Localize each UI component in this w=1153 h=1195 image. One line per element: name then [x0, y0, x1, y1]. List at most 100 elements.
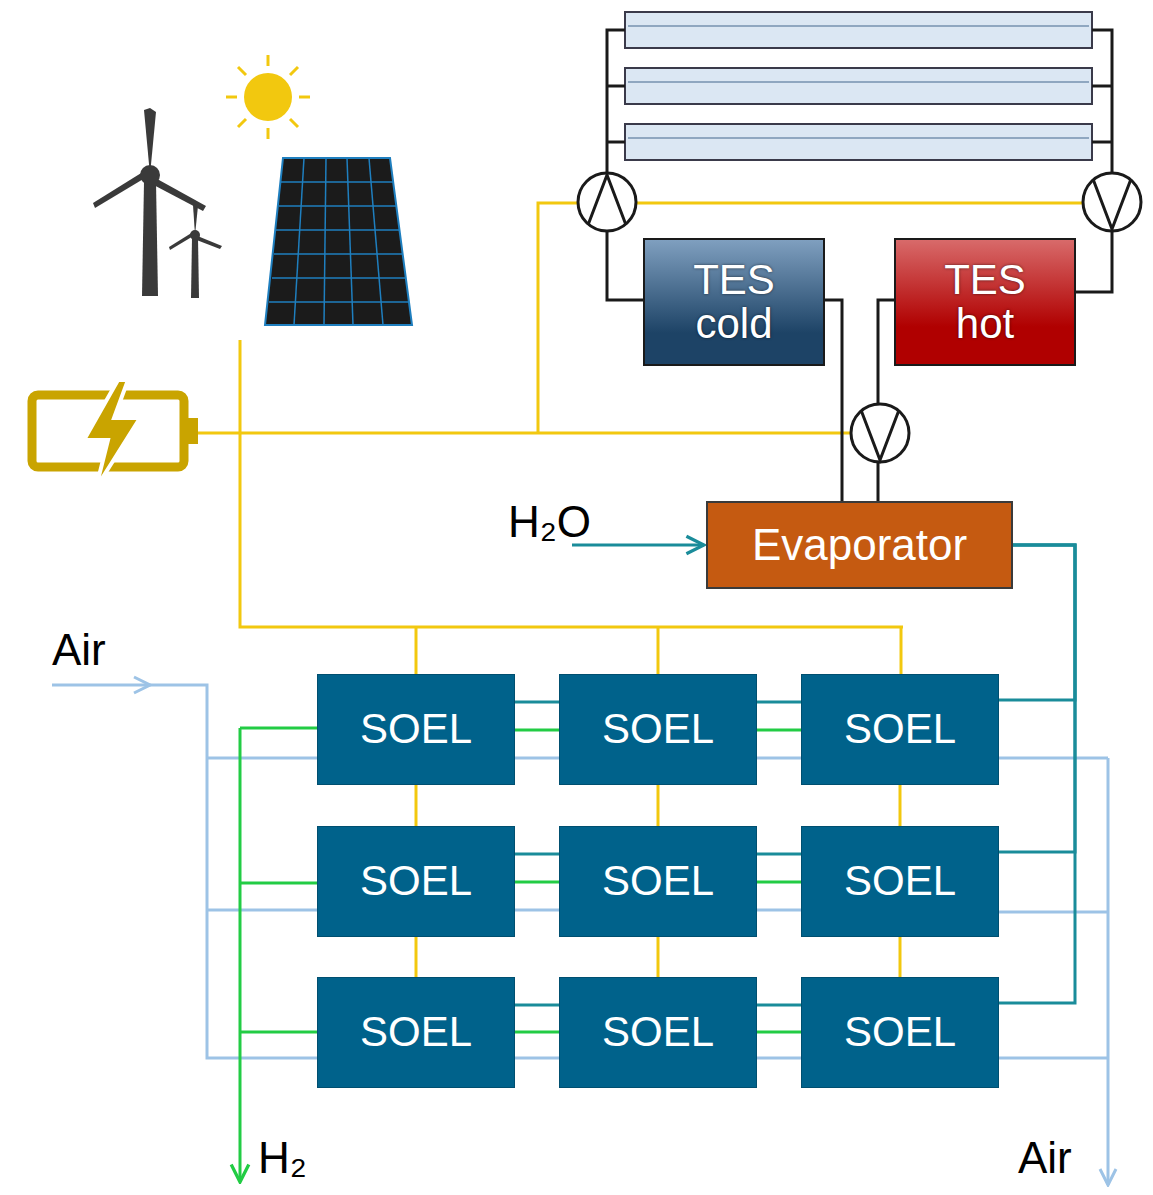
collector-inner — [628, 137, 1089, 139]
turbine-tower — [191, 238, 199, 298]
power-lines — [198, 203, 1085, 674]
steam-line — [757, 1004, 801, 1007]
power-line — [415, 937, 418, 977]
pipe — [1092, 85, 1112, 88]
air-outlet — [1107, 758, 1110, 1185]
air-line — [757, 909, 801, 912]
collector-tube — [625, 124, 1092, 160]
power-line — [899, 937, 902, 977]
pipe — [607, 232, 643, 300]
hydrogen-lines — [240, 728, 801, 1182]
power-line — [415, 785, 418, 826]
pv-grid-line — [294, 158, 304, 325]
hydrogen-line — [240, 727, 317, 730]
hydrogen-line — [515, 729, 559, 732]
pv-grid-line — [324, 158, 326, 325]
steam-line — [757, 701, 801, 704]
air-inlet — [52, 684, 150, 687]
box-text: SOEL — [602, 707, 714, 751]
power-line — [198, 432, 850, 435]
air-line — [207, 909, 317, 912]
sun-ray — [267, 128, 270, 139]
air-line — [999, 911, 1108, 914]
hydrogen-line — [515, 1031, 559, 1034]
air-line — [515, 909, 559, 912]
water-inlet — [572, 544, 704, 547]
electrolyzer-box: SOEL — [801, 826, 999, 937]
power-line — [899, 785, 902, 826]
storage-tank-cold: TES cold — [643, 238, 825, 366]
sun-rays — [226, 55, 310, 139]
lightning-bolt — [84, 380, 140, 488]
battery-terminal — [186, 418, 198, 444]
steam-line — [999, 545, 1075, 852]
turbine-blade — [144, 108, 156, 175]
air-line — [150, 685, 317, 1058]
hydrogen-line — [757, 729, 801, 732]
pipe — [607, 141, 625, 144]
collector-tube — [625, 68, 1092, 104]
turbine-hub — [140, 165, 160, 185]
hydrogen-line — [757, 881, 801, 884]
pv-grid-line — [369, 158, 383, 325]
output-label: Air — [1018, 1136, 1072, 1180]
steam-line — [515, 1004, 559, 1007]
pump — [851, 404, 909, 462]
air-line — [515, 757, 559, 760]
air-line — [207, 757, 317, 760]
pump-triangle — [588, 175, 626, 225]
steam-line — [999, 545, 1075, 1003]
electrolyzer-box: SOEL — [317, 977, 515, 1088]
pv-grid-line — [279, 205, 396, 207]
heat-pipe — [825, 300, 842, 501]
hydrogen-line — [757, 1031, 801, 1034]
sun-ray — [238, 119, 246, 127]
box-text: SOEL — [844, 859, 956, 903]
pv-grid-line — [281, 181, 393, 183]
solar-collectors — [625, 12, 1092, 160]
evaporator-box: Evaporator — [706, 501, 1013, 589]
box-text: SOEL — [602, 1010, 714, 1054]
hydrogen-line — [240, 1031, 317, 1034]
pv-grid-line — [272, 277, 406, 279]
steam-line — [515, 853, 559, 856]
pump — [578, 173, 636, 231]
electrolyzer-box: SOEL — [559, 977, 757, 1088]
input-label: Air — [52, 628, 106, 672]
hydrogen-line — [240, 882, 317, 885]
sun-ray — [290, 67, 298, 75]
collector-tube — [625, 12, 1092, 48]
power-line — [415, 627, 418, 674]
hydrogen-outlet — [239, 728, 242, 1182]
box-text: SOEL — [360, 859, 472, 903]
output-label: H₂ — [258, 1136, 307, 1180]
collector-inner — [628, 81, 1089, 83]
sun-ray — [226, 96, 237, 99]
input-label: H₂O — [508, 500, 591, 544]
electrolyzer-box: SOEL — [801, 674, 999, 785]
power-line — [657, 937, 660, 977]
pump-circle — [1083, 173, 1141, 231]
pv-grid-line — [274, 253, 403, 255]
box-text: TES cold — [674, 258, 794, 346]
collector-inner — [628, 25, 1089, 27]
heat-pipe — [878, 300, 894, 501]
turbine-hub — [190, 230, 200, 240]
pv-panel — [265, 158, 412, 325]
pv-grid-line — [347, 158, 353, 325]
pv-grid-line — [276, 229, 400, 231]
pump-circle — [851, 404, 909, 462]
pipe — [1076, 232, 1112, 292]
sun-ray — [267, 55, 270, 66]
sun — [244, 73, 292, 121]
power-line — [657, 785, 660, 826]
box-text: SOEL — [844, 707, 956, 751]
pipe — [607, 30, 625, 172]
box-text: SOEL — [360, 1010, 472, 1054]
steam-line — [757, 853, 801, 856]
turbine-tower — [142, 182, 158, 296]
electrolyzer-box: SOEL — [317, 674, 515, 785]
pipe — [1092, 141, 1112, 144]
pump-triangle — [1093, 179, 1131, 229]
box-text: Evaporator — [752, 522, 967, 568]
